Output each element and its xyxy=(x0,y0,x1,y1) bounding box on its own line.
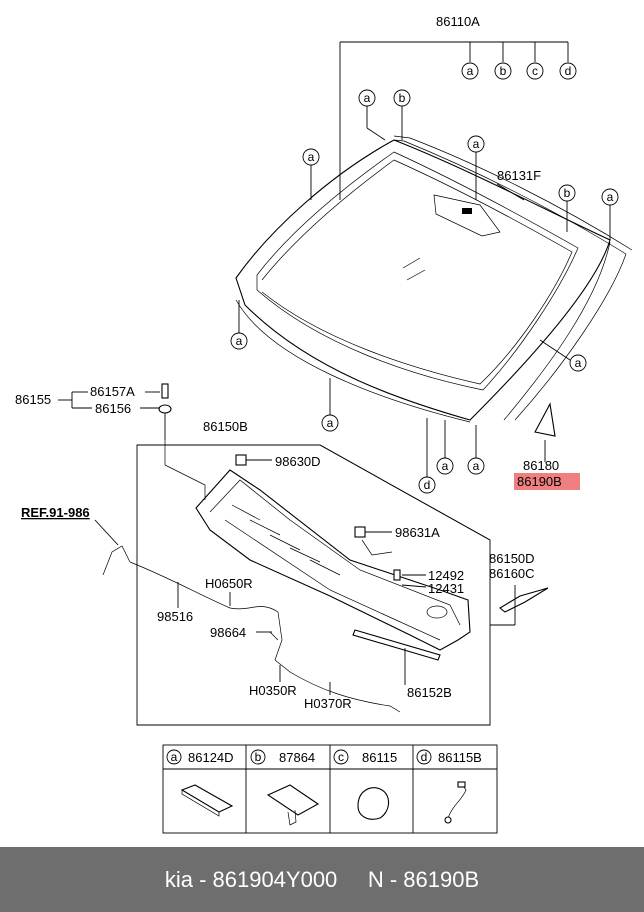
part-label-98630D: 98630D xyxy=(275,454,321,469)
part-label-86110A: 86110A xyxy=(436,14,480,29)
part-87864-drawing xyxy=(266,784,320,826)
callout-a: a xyxy=(467,64,474,78)
windshield-glass xyxy=(235,135,633,423)
callout-b: b xyxy=(399,91,406,105)
parts-diagram: 86110A a b c d a b a a b a a a a d a a 8… xyxy=(15,14,633,834)
part-label-86150B: 86150B xyxy=(203,419,248,434)
callout-a: a xyxy=(473,459,480,473)
highlight-86190B xyxy=(514,473,580,490)
callout-c: c xyxy=(532,64,538,78)
seal-86152B xyxy=(352,629,441,685)
legend-part: 86115 xyxy=(362,750,397,765)
part-86124D-drawing xyxy=(180,784,234,817)
washer-hose xyxy=(102,545,401,713)
legend-part: 87864 xyxy=(279,750,315,765)
leader-86110A xyxy=(339,41,569,200)
legend-table: a 86124D b 87864 c 86115 d 86115B xyxy=(162,744,498,834)
trim-86150D xyxy=(490,585,549,626)
part-label-98664: 98664 xyxy=(210,625,246,640)
callout-a: a xyxy=(364,91,371,105)
callout-d: d xyxy=(424,478,431,492)
part-86115B-drawing xyxy=(444,781,467,824)
part-label-98631A: 98631A xyxy=(395,525,440,540)
part-label-86157A: 86157A xyxy=(90,384,135,399)
part-label-86131F: 86131F xyxy=(497,168,541,183)
callout-a: a xyxy=(473,137,480,151)
clip-98631A xyxy=(354,526,393,556)
callout-d: d xyxy=(565,64,572,78)
part-label-12431: 12431 xyxy=(428,581,464,596)
legend-part: 86115B xyxy=(438,750,482,765)
legend-letter: a xyxy=(171,750,178,764)
side-garnish-86180 xyxy=(534,402,556,462)
callout-b: b xyxy=(564,186,571,200)
part-label-12492: 12492 xyxy=(428,568,464,583)
part-label-H0370R: H0370R xyxy=(304,696,352,711)
clip-86157A xyxy=(161,383,169,399)
part-label-98516: 98516 xyxy=(157,609,193,624)
legend-letter: d xyxy=(421,750,428,764)
legend-part: 86124D xyxy=(188,750,234,765)
callout-a: a xyxy=(575,356,582,370)
callout-a: a xyxy=(308,150,315,164)
part-label-86180: 86180 xyxy=(523,458,559,473)
callout-b: b xyxy=(500,64,507,78)
part-label-86152B: 86152B xyxy=(407,685,452,700)
part-label-86150D: 86150D xyxy=(489,551,535,566)
part-86115-drawing xyxy=(357,787,390,820)
part-label-H0650R: H0650R xyxy=(205,576,253,591)
bolt-12492 xyxy=(393,569,427,588)
callout-a: a xyxy=(442,459,449,473)
windshield-callouts: a b a a b a a a a d a a xyxy=(230,89,619,494)
footer-caption: kia - 861904Y000 N - 86190B xyxy=(0,847,644,912)
part-label-H0350R: H0350R xyxy=(249,683,297,698)
part-label-86155: 86155 xyxy=(15,392,51,407)
callout-group-86110A: a b c d xyxy=(461,62,577,80)
callout-a: a xyxy=(327,416,334,430)
ref-label: REF.91-986 xyxy=(21,505,90,520)
legend-letter: b xyxy=(255,750,262,764)
part-label-86160C: 86160C xyxy=(489,566,535,581)
cowl-panel-box xyxy=(136,444,491,726)
clip-98630D xyxy=(235,454,272,466)
legend-letter: c xyxy=(338,750,344,764)
part-label-86156: 86156 xyxy=(95,401,131,416)
cowl-panel-86150B xyxy=(164,440,471,651)
clip-86156 xyxy=(158,404,172,440)
callout-a: a xyxy=(236,334,243,348)
part-label-86190B: 86190B xyxy=(517,474,562,489)
callout-a: a xyxy=(607,190,614,204)
